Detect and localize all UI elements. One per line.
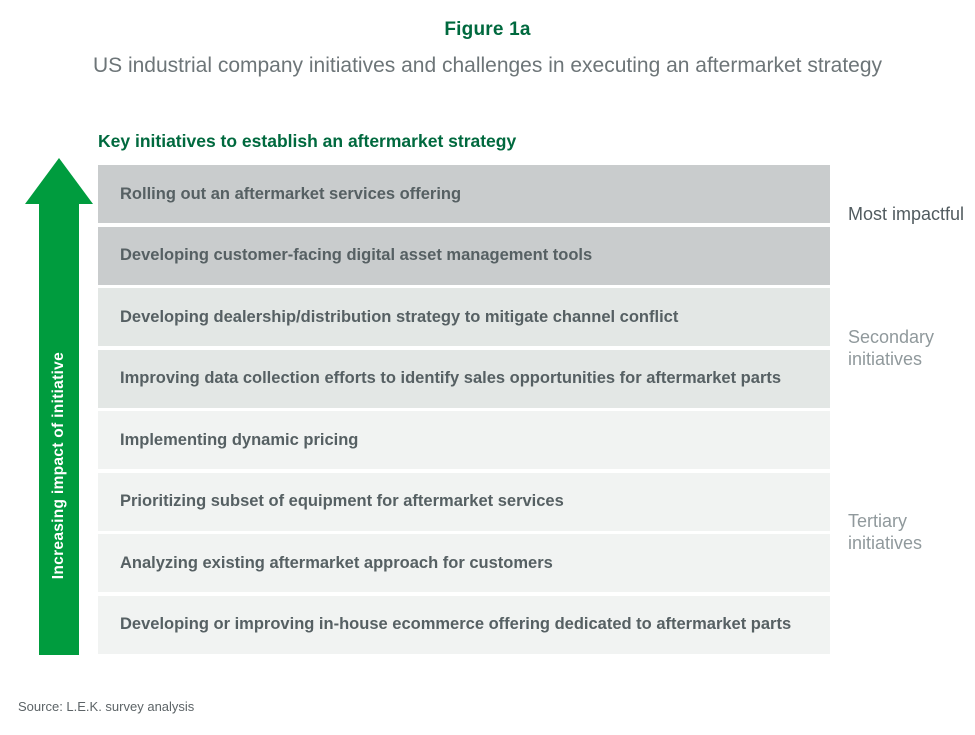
- source-note: Source: L.E.K. survey analysis: [18, 699, 195, 714]
- initiative-bar-label: Developing or improving in-house ecommer…: [120, 615, 792, 633]
- initiative-bar-label: Improving data collection efforts to ide…: [120, 369, 782, 387]
- initiative-bar: Analyzing existing aftermarket approach …: [98, 534, 830, 592]
- tier-label-secondary-initiatives: Secondary initiatives: [848, 327, 935, 369]
- impact-axis-label: Increasing impact of initiative: [49, 351, 67, 580]
- initiative-bar-label: Developing dealership/distribution strat…: [120, 307, 679, 326]
- initiative-bar: Developing or improving in-house ecommer…: [98, 595, 830, 654]
- arrow-up-icon: [24, 158, 93, 204]
- initiative-bar-label: Developing customer-facing digital asset…: [120, 246, 593, 264]
- initiative-bar: Rolling out an aftermarket services offe…: [98, 165, 830, 223]
- initiative-bar: Implementing dynamic pricing: [98, 411, 830, 469]
- initiative-bar-label: Implementing dynamic pricing: [120, 430, 359, 449]
- initiative-bar: Improving data collection efforts to ide…: [98, 349, 830, 408]
- initiative-bars: Rolling out an aftermarket services offe…: [98, 165, 830, 657]
- arrow-shaft: Increasing impact of initiative: [38, 204, 79, 655]
- initiative-bar-label: Rolling out an aftermarket services offe…: [120, 184, 462, 203]
- tier-label-most-impactful: Most impactful: [848, 204, 965, 224]
- initiative-bar: Developing dealership/distribution strat…: [98, 288, 830, 346]
- initiative-bar: Developing customer-facing digital asset…: [98, 226, 830, 285]
- initiative-bar: Prioritizing subset of equipment for aft…: [98, 472, 830, 531]
- initiative-bar-label: Prioritizing subset of equipment for aft…: [120, 492, 564, 510]
- figure-title: US industrial company initiatives and ch…: [92, 54, 883, 77]
- chart-heading: Key initiatives to establish an aftermar…: [98, 131, 517, 151]
- figure-label: Figure 1a: [444, 19, 531, 40]
- initiative-bar-label: Analyzing existing aftermarket approach …: [120, 553, 553, 572]
- tier-label-tertiary-initiatives: Tertiary initiatives: [848, 511, 923, 553]
- impact-axis-arrow: Increasing impact of initiative: [24, 158, 93, 655]
